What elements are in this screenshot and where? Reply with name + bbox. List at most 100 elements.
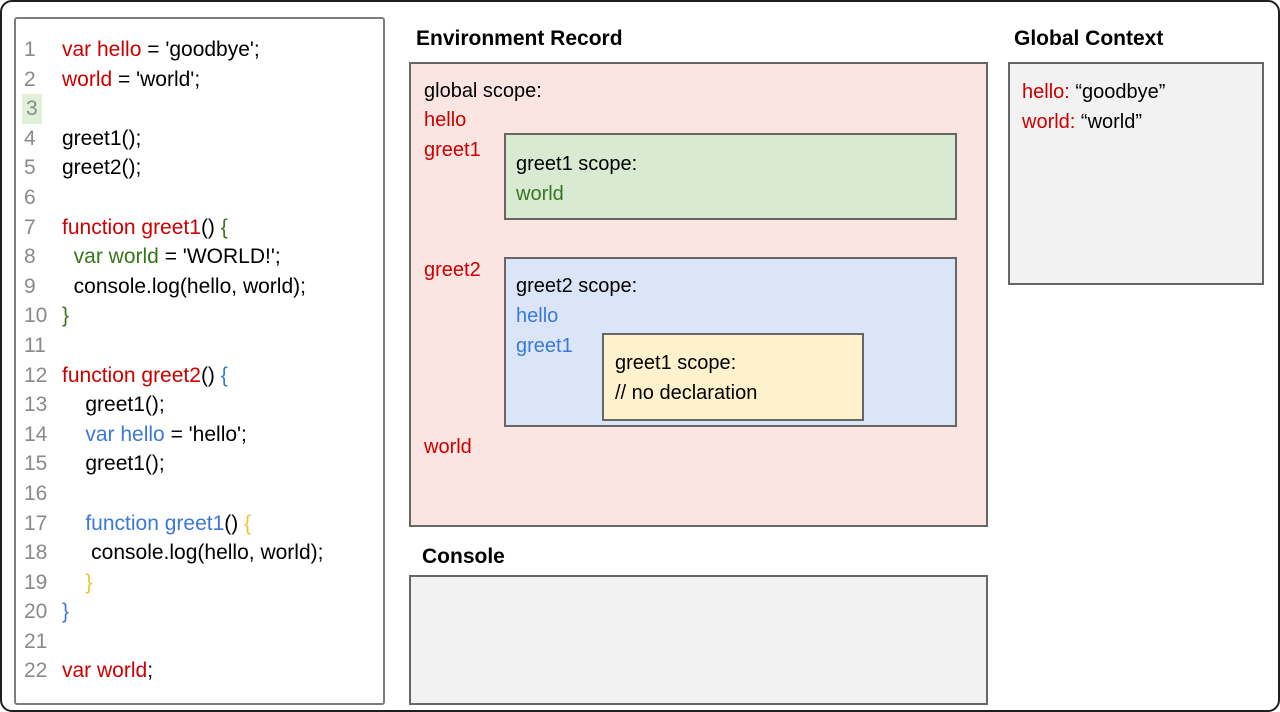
line-number: 18 [24, 538, 62, 568]
code-text: var hello = 'goodbye'; [62, 38, 260, 61]
global-context-world-value: “world” [1075, 111, 1143, 133]
code-line: 13 greet1(); [24, 390, 377, 420]
code-token: } [62, 304, 70, 328]
line-number: 22 [24, 656, 62, 686]
line-number-text: 12 [24, 363, 48, 387]
code-token: var hello [62, 38, 142, 61]
line-number: 9 [24, 272, 62, 302]
greet2-scope-box: greet2 scope: hello greet1 greet1 scope:… [504, 257, 957, 427]
global-scope-box: global scope: hello greet1 greet1 scope:… [409, 62, 988, 527]
line-number-text: 17 [24, 511, 48, 535]
line-number: 11 [24, 331, 62, 361]
console-output-box [409, 575, 988, 705]
code-line: 17 function greet1() { [24, 509, 377, 539]
console-title: Console [422, 545, 505, 568]
code-token: greet1(); [62, 126, 142, 150]
code-text: greet2(); [62, 156, 141, 179]
line-number: 10 [24, 301, 62, 331]
highlighted-line-number: 3 [22, 94, 42, 124]
code-line: 14 var hello = 'hello'; [24, 420, 377, 450]
line-number-text: 8 [24, 245, 36, 269]
code-token: greet2(); [62, 156, 142, 180]
code-token: var hello [85, 422, 165, 446]
code-line: 9 console.log(hello, world); [24, 272, 377, 302]
code-token: { [220, 363, 228, 387]
code-token: console.log(hello, world); [62, 274, 306, 298]
code-token [62, 571, 85, 594]
line-number: 16 [24, 479, 62, 509]
code-token: () [200, 215, 221, 239]
code-line: 18 console.log(hello, world); [24, 538, 377, 568]
code-text: greet1(); [62, 452, 165, 476]
code-token: world [62, 67, 113, 91]
code-text: var world = 'WORLD!'; [62, 245, 281, 268]
line-number-text: 5 [24, 156, 36, 180]
code-text: world = 'world'; [62, 68, 200, 91]
environment-record-title: Environment Record [416, 27, 623, 50]
code-line: 8 var world = 'WORLD!'; [24, 242, 377, 272]
code-token: } [62, 600, 70, 624]
code-line: 11 [24, 331, 377, 361]
line-number: 13 [24, 390, 62, 420]
line-number: 2 [24, 65, 62, 95]
code-line: 2 world = 'world'; [24, 65, 377, 95]
line-number-text: 7 [24, 215, 36, 239]
line-number: 15 [24, 449, 62, 479]
line-number-text: 6 [24, 185, 36, 209]
greet1-scope-item-world: world [516, 183, 564, 205]
global-context-hello-key: hello: [1022, 81, 1070, 103]
code-token: var world [73, 245, 159, 269]
line-number-text: 13 [24, 393, 48, 417]
greet1-scope-box: greet1 scope: world [504, 133, 957, 220]
greet2-scope-item-hello: hello [516, 305, 559, 327]
line-number: 5 [24, 153, 62, 183]
code-token [62, 245, 74, 268]
code-token: = 'world'; [112, 67, 201, 91]
code-token: } [85, 570, 93, 594]
code-text: function greet1() { [62, 216, 228, 239]
line-number: 7 [24, 213, 62, 243]
code-line: 10} [24, 301, 377, 331]
code-token: = 'hello'; [164, 422, 247, 446]
code-text: greet1(); [62, 393, 164, 416]
code-text: greet1(); [62, 127, 141, 150]
line-number: 1 [24, 35, 62, 65]
code-token [62, 423, 85, 446]
line-number-text: 15 [24, 452, 48, 476]
line-number-text: 11 [24, 333, 46, 357]
code-token: () [200, 363, 221, 387]
global-context-hello-entry: hello: “goodbye” [1022, 80, 1165, 104]
code-line: 3 [22, 94, 377, 124]
code-line: 5 greet2(); [24, 153, 377, 183]
code-token: console.log(hello, world); [62, 541, 324, 565]
code-text: var hello = 'hello'; [62, 423, 247, 446]
code-line: 15 greet1(); [24, 449, 377, 479]
code-text: var world; [62, 659, 153, 682]
line-number: 8 [24, 242, 62, 272]
code-text: } [62, 304, 69, 327]
greet1-scope-label: greet1 scope: [516, 153, 638, 175]
greet2-scope-item-greet1: greet1 [516, 335, 573, 357]
line-number: 4 [24, 124, 62, 154]
line-number-text: 4 [24, 126, 36, 150]
code-text: } [62, 600, 69, 623]
code-token: = 'WORLD!'; [158, 245, 281, 269]
line-number: 6 [24, 183, 62, 213]
line-number: 17 [24, 509, 62, 539]
code-text: } [62, 571, 92, 594]
code-line: 12 function greet2() { [24, 361, 377, 391]
no-declaration-comment: // no declaration [615, 382, 758, 404]
code-token: function greet2 [62, 363, 201, 387]
global-context-box: hello: “goodbye” world: “world” [1008, 62, 1264, 285]
code-token: greet1(); [62, 452, 165, 476]
code-token: { [244, 511, 252, 535]
line-number-text: 2 [24, 67, 36, 91]
line-number: 14 [24, 420, 62, 450]
code-token: { [220, 215, 228, 239]
inner-greet1-scope-box: greet1 scope: // no declaration [602, 333, 864, 421]
code-line: 6 [24, 183, 377, 213]
